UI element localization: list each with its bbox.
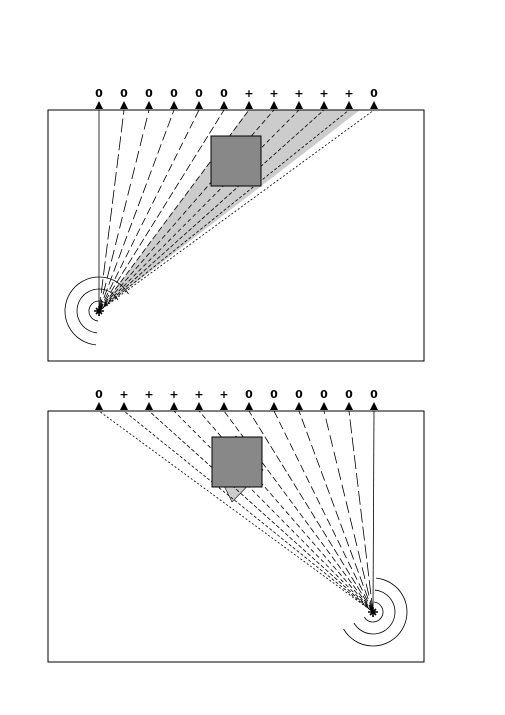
ray-path xyxy=(348,410,374,613)
receiver-triangle-icon xyxy=(170,101,178,109)
panel-bottom: 0 + + + + +0 0 0 0 0 0 xyxy=(47,388,425,663)
receiver-triangle-icon xyxy=(195,101,203,109)
source-star-icon xyxy=(368,607,378,617)
ray-path xyxy=(173,410,374,613)
receiver-triangle-icon xyxy=(320,402,328,410)
receiver-label: + xyxy=(244,87,253,100)
receiver-label: 0 xyxy=(370,388,378,401)
receiver-triangle-icon xyxy=(95,402,103,410)
receiver-triangle-icon xyxy=(195,402,203,410)
receiver-triangle-icon xyxy=(95,101,103,109)
receiver-triangle-icon xyxy=(170,402,178,410)
ray-path xyxy=(273,410,374,613)
ray-path xyxy=(98,109,225,312)
receiver-triangle-icon xyxy=(320,101,328,109)
ray-path xyxy=(98,410,374,613)
wavefront-arc xyxy=(64,276,129,346)
anomaly-block xyxy=(210,135,262,187)
receiver-label: + xyxy=(119,388,128,401)
wavefront-arc xyxy=(353,589,396,635)
wavefront-arc xyxy=(363,601,384,623)
ray-path xyxy=(123,410,374,613)
receiver-label: 0 xyxy=(270,388,278,401)
receiver-triangle-icon xyxy=(120,402,128,410)
receiver-label: 0 xyxy=(145,87,153,100)
receiver-label: 0 xyxy=(95,388,103,401)
wavefront-arc xyxy=(76,288,119,334)
anomaly-block xyxy=(211,436,263,488)
receiver-triangle-icon xyxy=(220,402,228,410)
ray-path xyxy=(98,109,375,312)
receiver-triangle-icon xyxy=(370,402,378,410)
ray-path xyxy=(98,109,275,312)
receiver-label: 0 xyxy=(370,87,378,100)
ray-path xyxy=(98,109,175,312)
receiver-triangle-icon xyxy=(120,101,128,109)
receiver-label: 0 xyxy=(295,388,303,401)
receiver-triangle-icon xyxy=(295,402,303,410)
receiver-triangle-icon xyxy=(145,101,153,109)
receiver-array: 0 + + + + +0 0 0 0 0 0 xyxy=(95,388,378,410)
receiver-array: 0 0 0 0 0 0 + + + + +0 xyxy=(95,87,378,109)
source-star-icon xyxy=(94,306,104,316)
ray-path xyxy=(98,109,300,312)
ray-path xyxy=(98,109,200,312)
ray-path xyxy=(323,410,374,613)
receiver-label: 0 xyxy=(195,87,203,100)
ray-path xyxy=(298,410,374,613)
receiver-label: 0 xyxy=(120,87,128,100)
receiver-triangle-icon xyxy=(270,402,278,410)
receiver-triangle-icon xyxy=(245,101,253,109)
receiver-label: 0 xyxy=(95,87,103,100)
source-with-wavefronts xyxy=(343,577,408,647)
ray-group xyxy=(98,410,375,613)
receiver-label: 0 xyxy=(170,87,178,100)
ray-path xyxy=(148,410,374,613)
ray-path xyxy=(98,109,125,312)
receiver-triangle-icon xyxy=(345,402,353,410)
shadow-region xyxy=(99,110,360,311)
receiver-label: + xyxy=(269,87,278,100)
wavefront-arc xyxy=(343,577,408,647)
receiver-triangle-icon xyxy=(295,101,303,109)
receiver-triangle-icon xyxy=(245,402,253,410)
receiver-label: 0 xyxy=(245,388,253,401)
panel-frame xyxy=(47,410,425,663)
ray-path xyxy=(98,109,325,312)
panel-frame xyxy=(47,109,425,362)
receiver-triangle-icon xyxy=(220,101,228,109)
ray-path xyxy=(372,410,375,613)
receiver-label: + xyxy=(194,388,203,401)
receiver-label: 0 xyxy=(345,388,353,401)
receiver-label: + xyxy=(219,388,228,401)
ray-path xyxy=(98,109,350,312)
receiver-label: 0 xyxy=(320,388,328,401)
receiver-label: + xyxy=(319,87,328,100)
receiver-triangle-icon xyxy=(145,402,153,410)
panel-top: 0 0 0 0 0 0 + + + + +0 xyxy=(47,87,425,362)
receiver-label: + xyxy=(144,388,153,401)
wavefront-arc xyxy=(88,300,109,322)
receiver-triangle-icon xyxy=(270,101,278,109)
receiver-triangle-icon xyxy=(370,101,378,109)
receiver-triangle-icon xyxy=(345,101,353,109)
receiver-label: 0 xyxy=(220,87,228,100)
source-with-wavefronts xyxy=(64,276,129,346)
ray-path xyxy=(98,109,150,312)
receiver-label: + xyxy=(169,388,178,401)
receiver-label: + xyxy=(294,87,303,100)
ray-path xyxy=(198,410,374,613)
ray-path xyxy=(248,410,374,613)
receiver-label: + xyxy=(344,87,353,100)
